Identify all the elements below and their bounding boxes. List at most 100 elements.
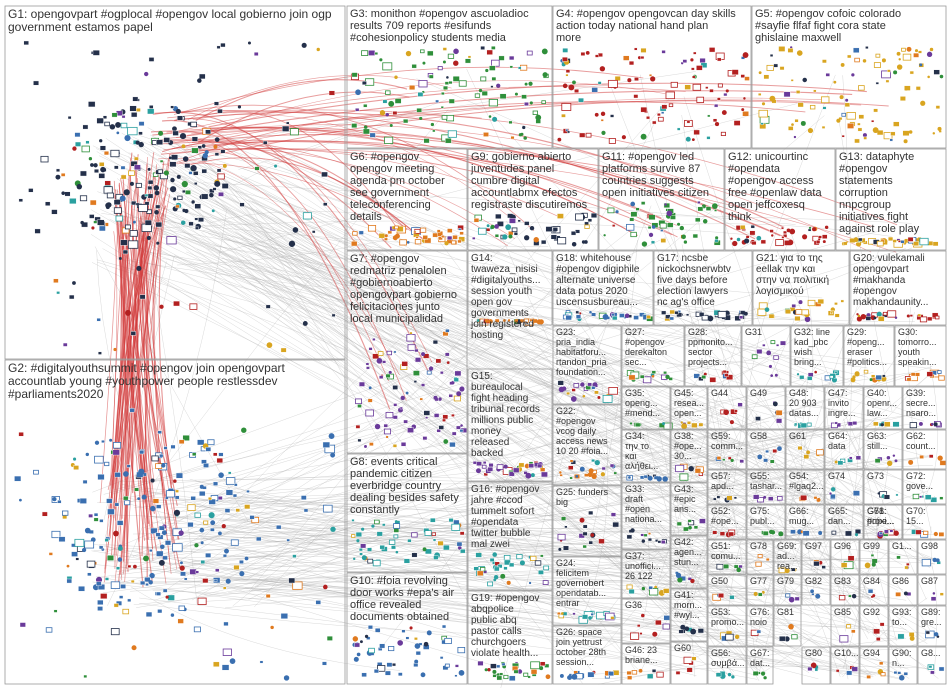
- network-node: [292, 554, 297, 558]
- group-label-line: 30...: [674, 451, 692, 461]
- group-label-line: G90:: [892, 648, 912, 658]
- network-node: [379, 110, 386, 116]
- network-node: [136, 107, 141, 112]
- network-node: [630, 528, 635, 533]
- group-label-line: pria_india: [556, 337, 595, 347]
- network-node: [483, 132, 489, 137]
- group-label-line: comm...: [711, 441, 743, 451]
- network-node: [394, 98, 402, 104]
- network-node: [502, 234, 508, 240]
- network-node: [394, 233, 400, 239]
- group-box-g98: [917, 539, 947, 575]
- group-label-line: #parliaments2020: [8, 387, 104, 401]
- group-box-g9: [467, 148, 599, 251]
- network-node: [699, 312, 705, 317]
- group-label-line: felicitaciones junto: [350, 301, 440, 313]
- edge-line: [143, 421, 851, 539]
- network-node: [201, 193, 209, 200]
- edge-line: [217, 532, 873, 591]
- group-label-line: publ...: [750, 516, 775, 526]
- network-node: [435, 358, 442, 364]
- network-node: [679, 473, 689, 481]
- network-node: [806, 450, 810, 455]
- network-node: [598, 538, 605, 544]
- network-node: [865, 46, 869, 49]
- network-node: [528, 581, 532, 585]
- network-node: [908, 632, 915, 637]
- network-node: [401, 629, 406, 633]
- edge-line: [191, 129, 782, 230]
- network-node: [55, 174, 61, 180]
- network-node: [588, 616, 592, 620]
- network-node: [835, 669, 840, 673]
- network-node: [765, 557, 770, 562]
- network-node: [382, 99, 388, 104]
- group-label-line: αλήθει...: [625, 461, 658, 471]
- group-label-line: action today national hand plan: [556, 20, 708, 32]
- network-node: [351, 72, 358, 78]
- network-node: [641, 241, 648, 247]
- network-node: [395, 520, 398, 523]
- network-node: [330, 526, 336, 532]
- group-box-g67: [746, 646, 774, 685]
- network-node: [98, 162, 105, 167]
- network-node: [213, 144, 218, 149]
- group-label-g44: G44: [711, 388, 728, 398]
- network-node: [145, 611, 153, 617]
- network-node: [106, 202, 112, 208]
- network-node: [550, 234, 557, 240]
- network-node: [476, 468, 481, 474]
- network-node: [730, 237, 733, 240]
- edge-line: [722, 462, 939, 679]
- group-label-line: G44: [711, 388, 728, 398]
- network-node: [682, 59, 688, 63]
- network-node: [74, 538, 85, 547]
- group-label-line: G61: [789, 431, 806, 441]
- network-node: [778, 531, 784, 537]
- network-node: [473, 218, 480, 223]
- group-label-g80: G80: [805, 648, 822, 658]
- network-node: [432, 129, 436, 133]
- network-node: [723, 409, 730, 416]
- group-box-g94: [859, 646, 889, 685]
- network-node: [459, 531, 465, 536]
- edge-line: [173, 154, 689, 625]
- network-node: [221, 664, 230, 671]
- network-node: [919, 237, 929, 246]
- network-node: [460, 548, 466, 554]
- network-node: [893, 70, 898, 75]
- network-node: [727, 672, 732, 677]
- network-node: [361, 555, 367, 561]
- group-label-line: G20: vulekamali: [853, 253, 925, 264]
- network-node: [407, 344, 416, 351]
- network-node: [768, 496, 774, 501]
- network-node: [376, 531, 383, 537]
- network-node: [608, 138, 616, 144]
- network-node: [140, 580, 146, 586]
- network-node: [813, 561, 820, 567]
- network-node: [489, 65, 496, 71]
- network-node: [45, 201, 51, 206]
- network-node: [619, 313, 625, 318]
- network-node: [191, 147, 199, 154]
- group-label-line: millions public: [471, 415, 533, 426]
- network-node: [809, 104, 816, 110]
- group-box-g22: [552, 404, 622, 486]
- network-node: [106, 498, 113, 504]
- network-node: [726, 495, 733, 501]
- network-node: [448, 518, 454, 523]
- network-node: [647, 226, 652, 230]
- network-node: [411, 532, 418, 538]
- network-node: [661, 540, 666, 544]
- network-node: [762, 530, 769, 536]
- group-label-line: alternate universe: [556, 275, 636, 286]
- group-box-g34: [621, 429, 671, 483]
- network-node: [523, 672, 529, 677]
- network-node: [249, 515, 255, 520]
- network-node: [833, 80, 837, 84]
- network-node: [497, 564, 503, 569]
- network-node: [524, 463, 530, 469]
- network-node: [484, 319, 489, 323]
